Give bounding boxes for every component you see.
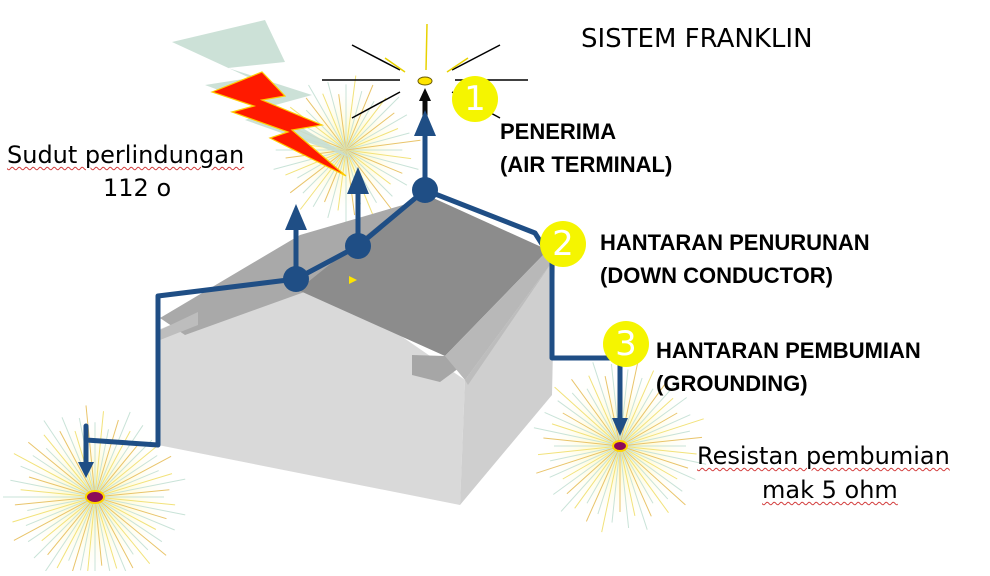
rod-arrow-1 xyxy=(285,204,307,230)
roof-left-eave xyxy=(160,312,198,340)
conductor-node xyxy=(283,266,309,292)
ground-arrow-left xyxy=(78,462,94,478)
roof-dark-plane xyxy=(298,192,548,356)
ground-arrow-right xyxy=(612,418,628,436)
lightning-bolt xyxy=(210,71,347,177)
ground-resistance-line2: mak 5 ohm xyxy=(762,476,898,504)
ground-rod-starburst-right xyxy=(533,359,707,533)
badge-3: 3 xyxy=(603,321,649,367)
rod-arrow-3 xyxy=(414,110,436,136)
lightning-impact-starburst xyxy=(273,75,421,225)
component-2-subtitle: (DOWN CONDUCTOR) xyxy=(600,263,834,288)
roof-small-marker xyxy=(349,276,357,284)
diagram-title: SISTEM FRANKLIN xyxy=(581,24,813,54)
protection-angle-label: Sudut perlindungan xyxy=(7,139,244,172)
ground-electrode-right xyxy=(612,440,628,452)
badge-1: 1 xyxy=(452,76,498,122)
conductor-node xyxy=(412,177,438,203)
component-3-name: HANTARAN PEMBUMIAN xyxy=(656,338,921,363)
conductor-node xyxy=(345,233,371,259)
component-3-subtitle: (GROUNDING) xyxy=(656,371,808,396)
badge-2: 2 xyxy=(540,221,586,267)
ground-resistance-label: Resistan pembumian xyxy=(697,440,950,473)
rod-arrow-top xyxy=(419,88,431,101)
component-2-name: HANTARAN PENURUNAN xyxy=(600,230,870,255)
ground-electrode-left xyxy=(85,490,105,504)
rod-arrow-2 xyxy=(347,167,369,194)
air-terminal-tip xyxy=(417,76,433,86)
protection-angle-value: 112 o xyxy=(103,174,172,202)
protection-angle-line1: Sudut perlindungan xyxy=(7,141,245,169)
ground-resistance-value: mak 5 ohm xyxy=(762,474,898,507)
ground-resistance-line1: Resistan pembumian xyxy=(697,442,950,470)
building-side-wall-shade xyxy=(465,258,555,385)
roof-side-shade xyxy=(445,250,555,380)
component-1-subtitle: (AIR TERMINAL) xyxy=(500,152,673,177)
building-side-wall xyxy=(460,258,555,505)
component-1-name: PENERIMA xyxy=(500,119,617,144)
